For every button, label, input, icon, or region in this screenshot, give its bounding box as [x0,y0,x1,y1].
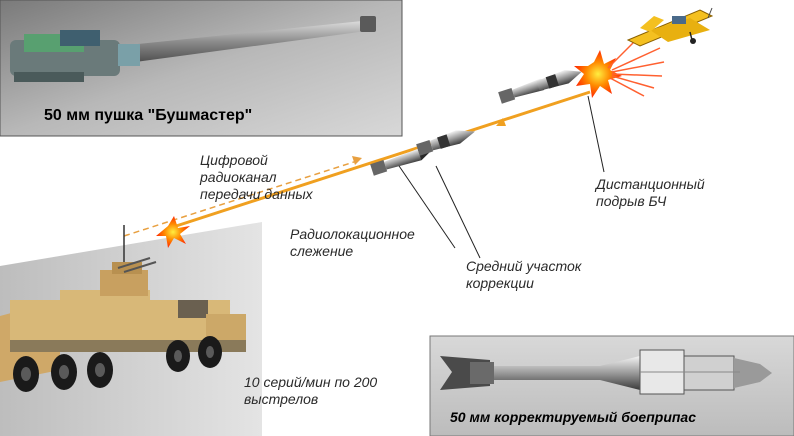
leader-midcourse [435,165,481,259]
leader-radar [394,159,456,249]
radar-label: Радиолокационное слежение [290,226,415,260]
firerate-label-line2: выстрелов [244,391,319,407]
leader-detonation [587,95,605,173]
datalink-label: Цифровой радиоканал передачи данных [200,152,313,203]
shell-panel: 50 мм корректируемый боеприпас [429,335,794,436]
muzzle-flash-icon [156,216,190,248]
midcourse-label: Средний участок коррекции [466,258,581,292]
radar-label-line1: Радиолокационное [290,226,415,242]
firerate-label-line1: 10 серий/мин по 200 [244,374,378,390]
firerate-label: 10 серий/мин по 200 выстрелов [244,374,377,408]
midcourse-label-line1: Средний участок [466,258,582,274]
projectile-detail-icon [440,349,772,395]
explosion-icon [574,39,665,98]
detonation-label-line1: Дистанционный [596,176,705,192]
shell-caption: 50 мм корректируемый боеприпас [450,409,696,425]
detonation-label-line2: подрыв БЧ [596,193,667,209]
cannon-panel: 50 мм пушка "Бушмастер" [0,0,403,137]
radar-label-line2: слежение [290,243,354,259]
truck-icon [0,257,246,392]
datalink-label-line2: радиоканал [200,169,277,185]
cannon-caption: 50 мм пушка "Бушмастер" [44,107,252,124]
detonation-label: Дистанционный подрыв БЧ [596,176,705,210]
datalink-label-line1: Цифровой [200,152,268,168]
cannon-icon [10,16,376,82]
datalink-label-line3: передачи данных [200,186,313,202]
datalink-arrowhead [352,156,362,165]
trajectory-line [169,90,591,230]
aircraft-icon [626,7,714,47]
midcourse-label-line2: коррекции [466,275,534,291]
projectile-icon [370,70,582,176]
trajectory-arrow-2 [496,118,506,126]
datalink-line [123,159,361,237]
